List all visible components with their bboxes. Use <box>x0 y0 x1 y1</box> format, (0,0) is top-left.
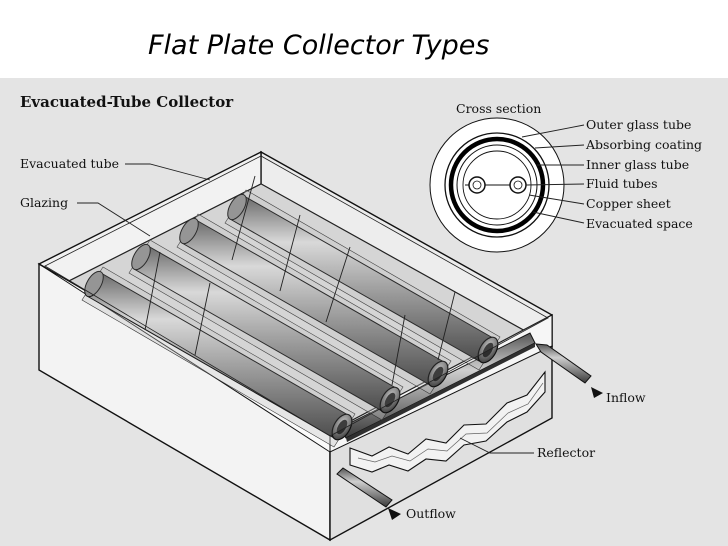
cross-section-label-1: Outer glass tube <box>586 117 691 132</box>
inflow-arrow-icon <box>591 387 603 398</box>
cross-section-label-5: Copper sheet <box>586 196 671 211</box>
inflow-pipe <box>535 343 603 398</box>
leader-evacuated-tube <box>125 163 211 181</box>
leader-glazing <box>77 202 151 237</box>
label-reflector: Reflector <box>537 445 595 460</box>
tube-2 <box>176 213 452 395</box>
outflow-pipe <box>336 467 401 520</box>
label-glazing: Glazing <box>20 195 68 210</box>
cross-section-label-6: Evacuated space <box>586 216 693 231</box>
tube-1 <box>224 189 501 371</box>
leader-reflector <box>459 437 534 454</box>
cross-section-label-2: Absorbing coating <box>585 137 702 152</box>
cross-section-label-4: Fluid tubes <box>586 176 658 191</box>
slide-title: Flat Plate Collector Types <box>148 30 490 61</box>
glazing <box>44 155 549 437</box>
cross-section-title: Cross section <box>456 101 541 116</box>
evacuated-tubes <box>81 189 501 448</box>
label-outflow: Outflow <box>406 506 456 521</box>
outflow-arrow-icon <box>388 508 401 520</box>
diagram-heading: Evacuated-Tube Collector <box>20 93 234 111</box>
cross-section: Cross section Outer glass tube Absorbing… <box>429 101 702 253</box>
cross-section-label-3: Inner glass tube <box>586 157 689 172</box>
label-evacuated-tube: Evacuated tube <box>20 156 119 171</box>
fluid-tube-left <box>468 176 486 194</box>
tube-4 <box>81 266 356 448</box>
fluid-tube-right <box>509 176 527 194</box>
reflector <box>349 370 546 473</box>
label-inflow: Inflow <box>606 390 646 405</box>
